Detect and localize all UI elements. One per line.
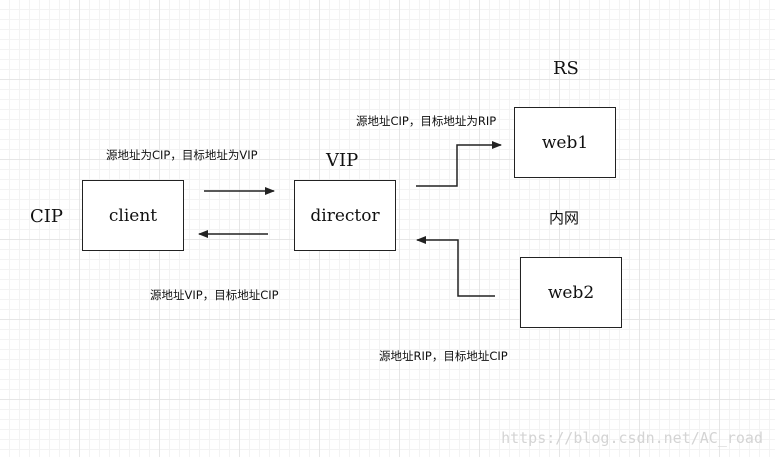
intranet-label: 内网 [549, 209, 580, 227]
client-node: client [82, 180, 184, 251]
annotation-director-to-web1: 源地址CIP，目标地址为RIP [356, 114, 497, 128]
arrow-web2-to-director [416, 236, 495, 297]
client-node-label: client [108, 205, 158, 226]
web1-node-label: web1 [541, 132, 589, 153]
rs-label: RS [553, 58, 579, 79]
web1-node: web1 [514, 107, 616, 178]
annotation-director-to-client: 源地址VIP，目标地址CIP [150, 288, 279, 302]
web2-node: web2 [520, 257, 622, 328]
director-node-label: director [310, 205, 380, 226]
cip-label: CIP [30, 206, 63, 227]
annotation-client-to-director: 源地址为CIP，目标地址为VIP [106, 148, 258, 162]
director-node: director [294, 180, 396, 251]
vip-label: VIP [326, 150, 359, 171]
web2-node-label: web2 [547, 282, 595, 303]
annotation-web2-to-director: 源地址RIP，目标地址CIP [379, 349, 508, 363]
watermark-text: https://blog.csdn.net/AC_road [501, 429, 763, 447]
arrow-director-to-web1 [416, 141, 502, 187]
